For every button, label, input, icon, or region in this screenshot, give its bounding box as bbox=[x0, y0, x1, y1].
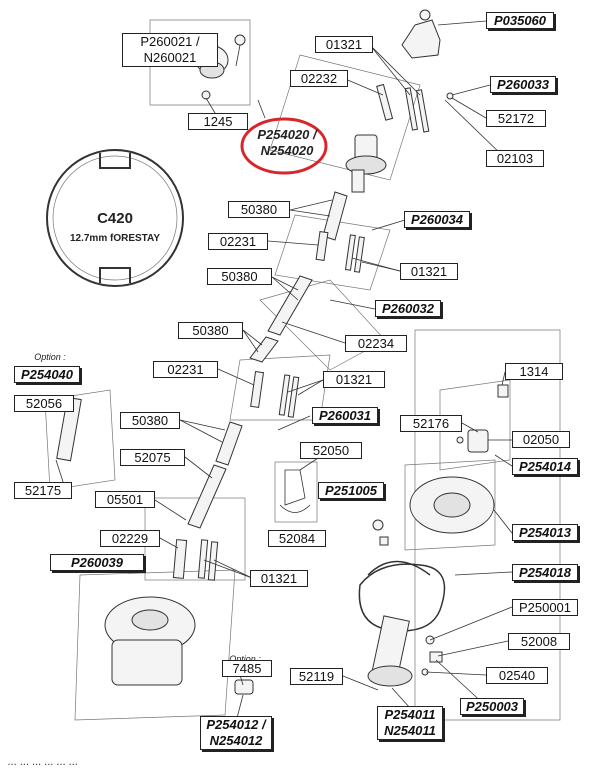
profile-code: C420 bbox=[97, 210, 133, 227]
label-1314: 1314 bbox=[505, 363, 563, 380]
label-02103: 02103 bbox=[486, 150, 544, 167]
part-035060-shape bbox=[401, 19, 441, 59]
label-05501: 05501 bbox=[95, 491, 155, 508]
label-50380-c: 50380 bbox=[178, 322, 243, 339]
label-01321-c: 01321 bbox=[323, 371, 385, 388]
label-50380-a: 50380 bbox=[228, 201, 290, 218]
label-p260021: P260021 / N260021 bbox=[122, 33, 218, 67]
label-p254018: P254018 bbox=[512, 564, 578, 581]
label-01321-b: 01321 bbox=[400, 263, 458, 280]
foil-50380-b bbox=[267, 275, 313, 336]
profile-forestay: 12.7mm fORESTAY bbox=[69, 233, 161, 244]
label-p260039: P260039 bbox=[50, 554, 144, 571]
lower-unit-outline bbox=[414, 329, 561, 721]
foil-52075 bbox=[187, 464, 227, 529]
highlight-ring bbox=[240, 117, 328, 175]
drum-254014-outline bbox=[439, 379, 511, 471]
cage-254018-shape bbox=[358, 563, 446, 632]
option-label-bottom: Option : bbox=[229, 654, 261, 664]
label-p254014: P254014 bbox=[512, 458, 578, 475]
label-p254040: P254040 bbox=[14, 366, 80, 383]
option-254040-outline bbox=[44, 389, 116, 491]
part-251005-outline bbox=[274, 461, 318, 523]
label-p254012: P254012 / N254012 bbox=[200, 716, 272, 750]
label-52176: 52176 bbox=[400, 415, 462, 432]
label-p250001: P250001 bbox=[512, 599, 578, 616]
foil-50380-d bbox=[215, 421, 243, 466]
label-02231-b: 02231 bbox=[153, 361, 218, 378]
label-52008: 52008 bbox=[508, 633, 570, 650]
label-52172: 52172 bbox=[486, 110, 546, 127]
label-p260031: P260031 bbox=[312, 407, 378, 424]
drum-254013-outline bbox=[404, 459, 496, 551]
label-50380-b: 50380 bbox=[207, 268, 272, 285]
foil-50380-c bbox=[249, 336, 279, 363]
label-p254020: P254020 / N254020 bbox=[257, 127, 317, 158]
label-p251005: P251005 bbox=[318, 482, 384, 499]
label-p035060: P035060 bbox=[486, 12, 554, 29]
label-52084: 52084 bbox=[268, 530, 326, 547]
label-50380-d: 50380 bbox=[120, 412, 180, 429]
label-p250003: P250003 bbox=[460, 698, 524, 715]
label-p254013: P254013 bbox=[512, 524, 578, 541]
label-02229: 02229 bbox=[100, 530, 160, 547]
label-01321-d: 01321 bbox=[250, 570, 308, 587]
label-02231-a: 02231 bbox=[208, 233, 268, 250]
label-1245: 1245 bbox=[188, 113, 248, 130]
label-02050: 02050 bbox=[512, 431, 570, 448]
label-02232: 02232 bbox=[290, 70, 348, 87]
label-p260032: P260032 bbox=[375, 300, 441, 317]
foil-50380-a bbox=[322, 191, 348, 241]
label-02540: 02540 bbox=[486, 667, 548, 684]
label-p260034: P260034 bbox=[404, 211, 470, 228]
label-52119: 52119 bbox=[290, 668, 343, 685]
label-02234: 02234 bbox=[345, 335, 407, 352]
label-p254011: P254011 N254011 bbox=[377, 706, 443, 740]
label-p260033: P260033 bbox=[490, 76, 556, 93]
label-7485: 7485 bbox=[222, 660, 272, 677]
top-fitting-outline bbox=[149, 19, 251, 106]
label-52175: 52175 bbox=[14, 482, 72, 499]
label-52075: 52075 bbox=[120, 449, 185, 466]
joint-260034-outline bbox=[274, 214, 391, 291]
label-52056: 52056 bbox=[14, 395, 74, 412]
label-52050: 52050 bbox=[300, 442, 362, 459]
option-label-left: Option : bbox=[34, 352, 66, 362]
page-caption: ... ... ... ... ... ... bbox=[8, 756, 79, 768]
c420-profile-section bbox=[46, 149, 184, 287]
label-01321-top: 01321 bbox=[315, 36, 373, 53]
